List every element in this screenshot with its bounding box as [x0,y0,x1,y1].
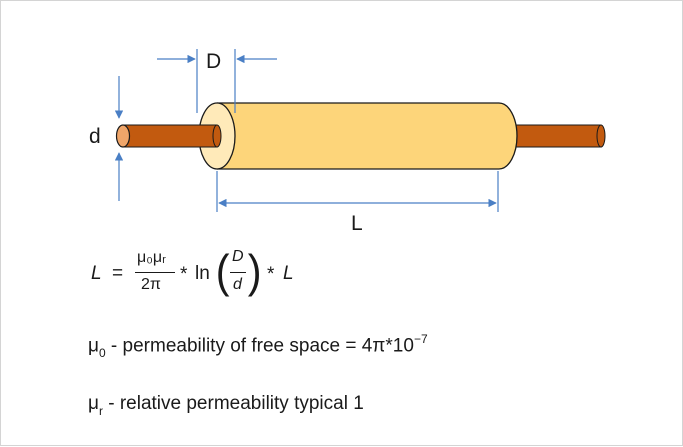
right-conductor [500,124,606,148]
label-L: L [351,212,363,235]
outer-cylinder [198,102,518,170]
paren-open: ( [215,245,230,297]
mur-symbol: μ [88,393,99,414]
paren-close: ) [247,245,262,297]
label-D: D [206,50,221,73]
label-d: d [89,125,101,148]
formula-ln: ln [195,263,210,284]
definition-mu0: μ0 - permeability of free space = 4π*10−… [88,332,428,361]
dim-D [157,49,277,113]
formula-denominator: 2π [141,276,161,293]
mur-text: - relative permeability typical 1 [102,393,364,414]
fraction-bar-2 [230,272,246,273]
mur-subscript: r [98,403,103,418]
mu0-symbol: μ [88,335,99,357]
fraction-bar-1 [135,272,175,273]
mu0-subscript: 0 [98,346,106,361]
conductor-end-face [115,124,131,148]
formula-lhs: L [91,263,102,284]
formula-rhs: L [283,263,294,284]
formula-equals: = [112,263,124,284]
formula-frac-den: d [233,276,242,293]
formula-times-1: * [180,264,188,285]
left-conductor [115,124,222,148]
mu0-exponent: −7 [413,332,428,346]
inductance-formula: L = μ₀μᵣ 2π * ln ( D d ) * L [91,246,371,306]
formula-frac-num: D [232,248,244,265]
mu0-text: - permeability of free space = 4π*10 [105,335,414,357]
formula-numerator: μ₀μᵣ [137,249,166,266]
formula-times-2: * [267,264,275,285]
dim-L [216,171,499,212]
definition-mur: μr - relative permeability typical 1 [88,393,364,418]
